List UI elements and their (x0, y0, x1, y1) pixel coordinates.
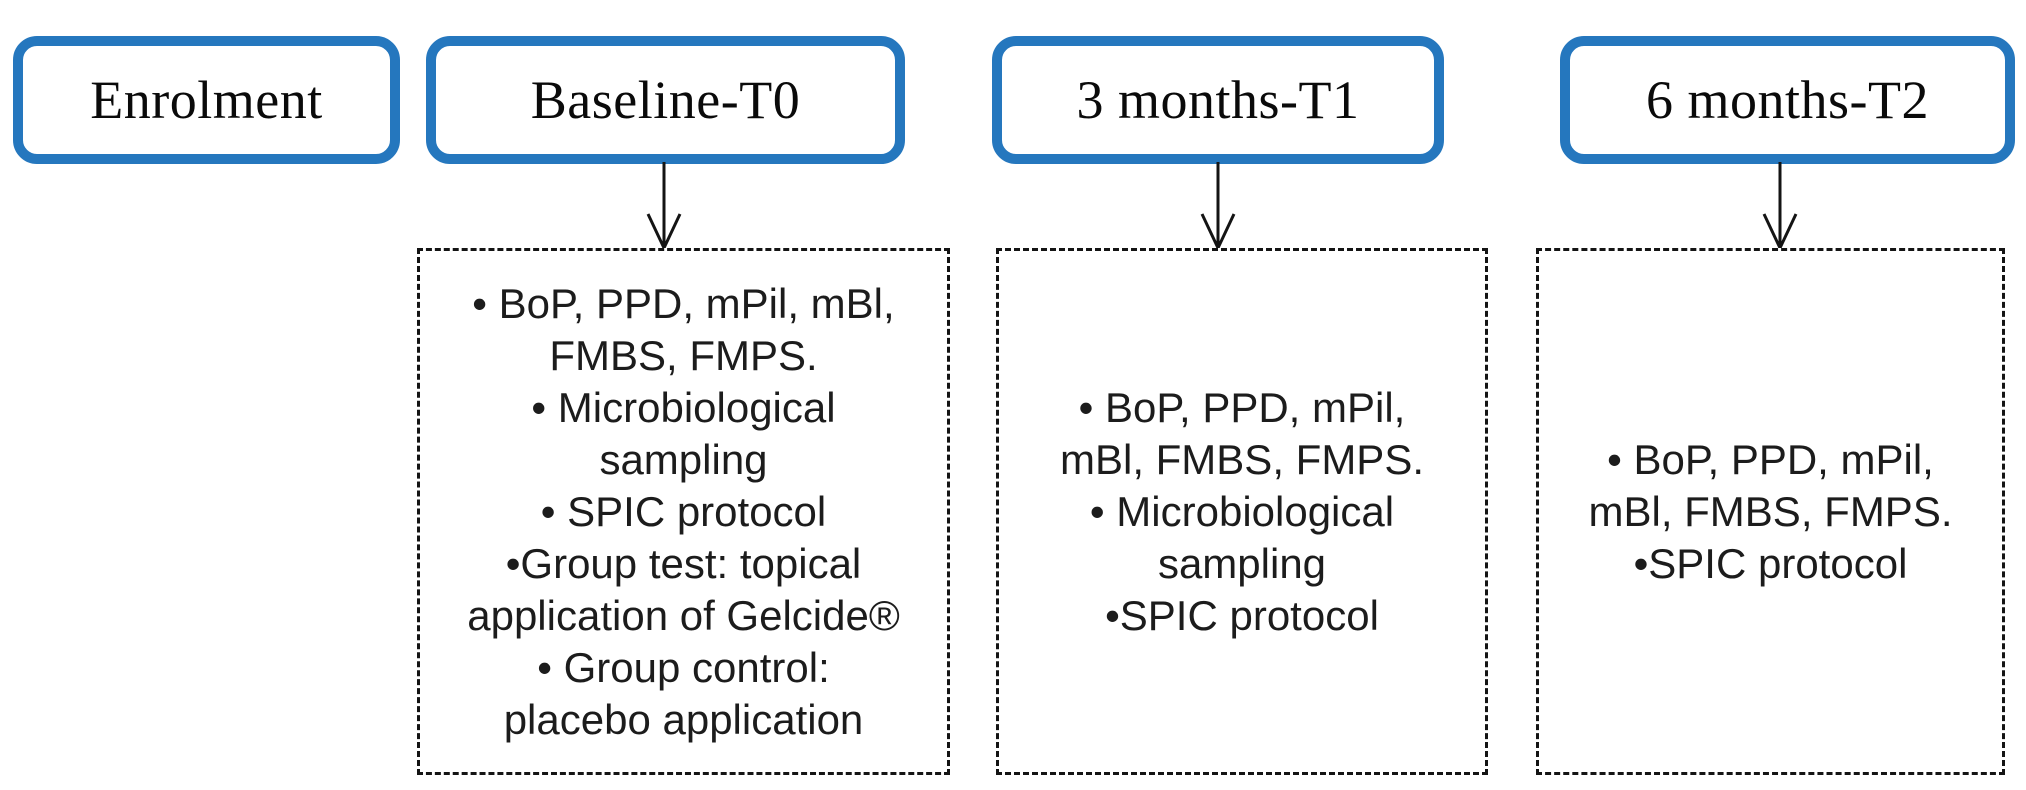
assessment-item: sampling (599, 435, 768, 483)
timepoint-label-3-months-t1: 3 months-T1 (1076, 70, 1360, 130)
assessment-item: • Microbiological (1089, 487, 1395, 535)
timepoint-label-6-months-t2: 6 months-T2 (1646, 70, 1929, 130)
down-arrow-icon (1762, 162, 1798, 252)
assessments-box-6-months-t2: • BoP, PPD, mPil, mBl, FMBS, FMPS. •SPIC… (1536, 248, 2005, 775)
assessment-item: placebo application (503, 695, 864, 743)
assessment-item: mBl, FMBS, FMPS. (1059, 435, 1424, 483)
assessments-box-3-months-t1: • BoP, PPD, mPil, mBl, FMBS, FMPS. • Mic… (996, 248, 1488, 775)
assessment-item: • SPIC protocol (540, 487, 827, 535)
assessment-item: •SPIC protocol (1633, 539, 1908, 587)
timepoint-label-enrolment: Enrolment (90, 70, 323, 130)
assessment-item: •SPIC protocol (1105, 591, 1379, 639)
assessment-item: • Group control: (537, 643, 830, 691)
assessment-item: FMBS, FMPS. (549, 331, 818, 379)
timepoint-label-baseline-t0: Baseline-T0 (530, 70, 801, 130)
assessment-item: application of Gelcide® (467, 591, 900, 639)
timepoint-box-3-months-t1: 3 months-T1 (992, 36, 1444, 164)
down-arrow-icon (646, 162, 682, 252)
timepoint-box-enrolment: Enrolment (13, 36, 400, 164)
timepoint-box-6-months-t2: 6 months-T2 (1560, 36, 2015, 164)
assessment-item: • Microbiological (531, 383, 836, 431)
assessment-item: sampling (1157, 539, 1327, 587)
assessment-item: mBl, FMBS, FMPS. (1588, 487, 1953, 535)
assessment-item: • BoP, PPD, mPil, (1607, 435, 1934, 483)
timepoint-box-baseline-t0: Baseline-T0 (426, 36, 905, 164)
assessment-item: •Group test: topical (505, 539, 862, 587)
assessment-item: • BoP, PPD, mPil, mBl, (472, 279, 895, 327)
assessment-item: • BoP, PPD, mPil, (1078, 383, 1406, 431)
assessments-box-baseline-t0: • BoP, PPD, mPil, mBl, FMBS, FMPS. • Mic… (417, 248, 950, 775)
down-arrow-icon (1200, 162, 1236, 252)
